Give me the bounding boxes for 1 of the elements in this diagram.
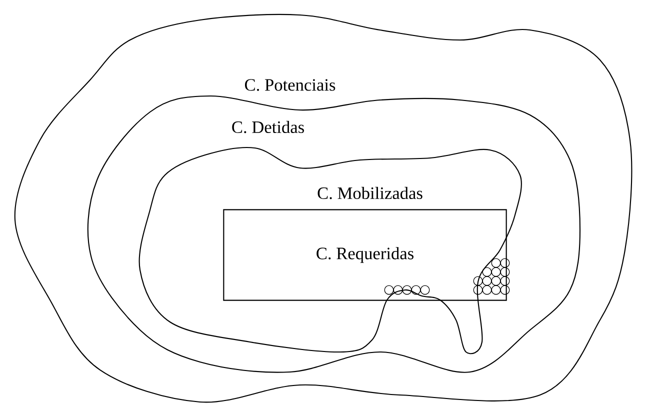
rectangle-box: C. Requeridas [223, 209, 507, 301]
